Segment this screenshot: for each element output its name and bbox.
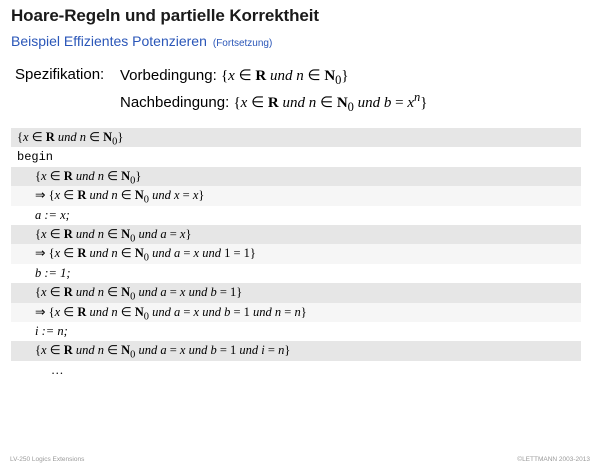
assertion-row: {x ∈ R und n ∈ N0} — [11, 166, 581, 186]
subtitle-text: Beispiel Effizientes Potenzieren — [11, 33, 207, 49]
assertion-row: {x ∈ R und n ∈ N0 und a = x und b = 1} — [11, 283, 581, 303]
ellipsis-row: … — [51, 362, 64, 377]
slide-title: Hoare-Regeln und partielle Korrektheit — [11, 6, 319, 25]
implication-row: ⇒ {x ∈ R und n ∈ N0 und a = x und 1 = 1} — [11, 244, 581, 264]
postcondition-label: Nachbedingung: — [120, 94, 230, 111]
postcondition-line: Nachbedingung: {x ∈ R und n ∈ N0 und b =… — [120, 90, 428, 114]
footer-copyright: ©LETTMANN 2003-2013 — [517, 456, 590, 463]
assertion-row: {x ∈ R und n ∈ N0 und a = x} — [11, 224, 581, 244]
implication-row: ⇒ {x ∈ R und n ∈ N0 und x = x} — [11, 186, 581, 206]
slide-subtitle: Beispiel Effizientes Potenzieren (Fortset… — [11, 33, 272, 49]
assignment-row: i := n; — [35, 323, 68, 338]
begin-keyword: begin — [17, 150, 54, 165]
assertion-row: {x ∈ R und n ∈ N0 und a = x und b = 1 un… — [11, 341, 581, 361]
spec-label: Spezifikation: — [15, 66, 105, 83]
footer-course: LV-250 Logics Extensions — [10, 456, 85, 463]
subtitle-note: (Fortsetzung) — [212, 38, 273, 49]
assignment-row: b := 1; — [35, 265, 71, 280]
precondition-line: Vorbedingung: {x ∈ R und n ∈ N0} — [120, 67, 349, 87]
assertion-row: {x ∈ R und n ∈ N0} — [11, 128, 581, 148]
precondition-label: Vorbedingung: — [120, 67, 217, 84]
implication-row: ⇒ {x ∈ R und n ∈ N0 und a = x und b = 1 … — [11, 302, 581, 322]
assignment-row: a := x; — [35, 207, 70, 222]
program-listing: {x ∈ R und n ∈ N0} begin {x ∈ R und n ∈ … — [11, 128, 581, 380]
